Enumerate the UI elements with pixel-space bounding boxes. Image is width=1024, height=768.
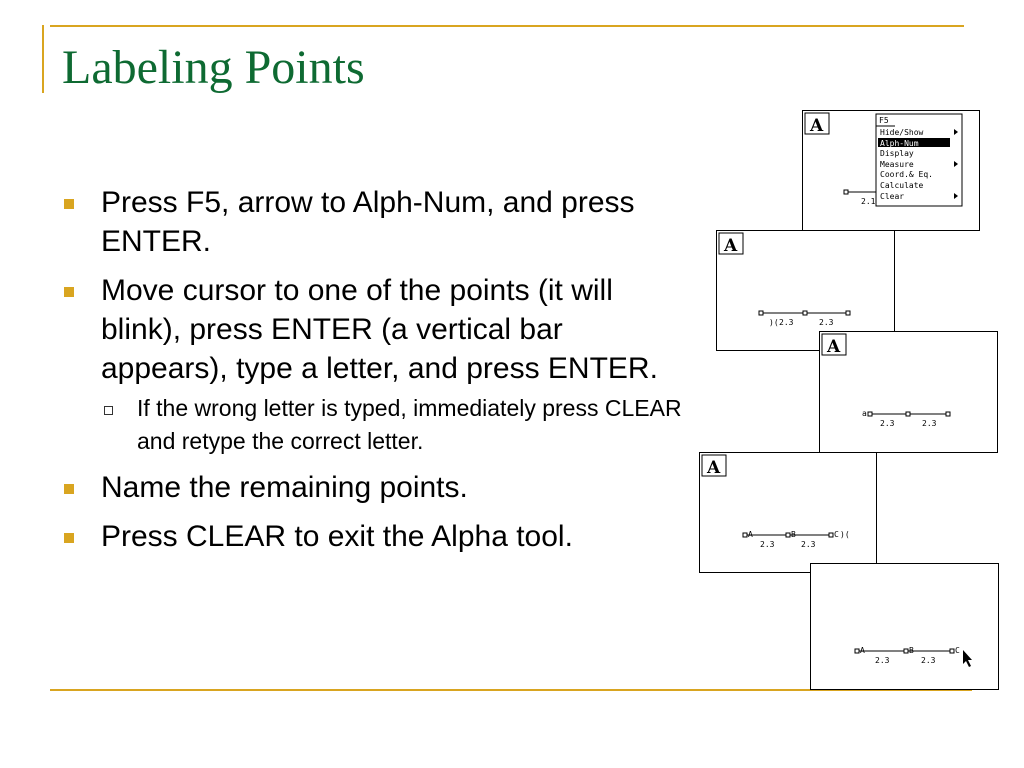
calculator-screen-typing: A a 2.3 2.3	[819, 331, 998, 453]
alpha-tool-icon-letter: A	[809, 116, 824, 136]
point-label: B	[909, 646, 914, 655]
calculator-screen-cursor: A )( 2.3 2.3	[716, 230, 895, 351]
bullet-text: Move cursor to one of the points (it wil…	[101, 274, 658, 385]
alpha-tool-icon	[701, 454, 727, 477]
bullet-text: Press F5, arrow to Alph-Num, and press E…	[101, 186, 635, 258]
segment-length-label: 2.3	[760, 540, 775, 549]
calculator-screen-menu: A F5 Hide/Show Alph-Num Display Measure …	[802, 110, 980, 231]
sub-bullet-list: If the wrong letter is typed, immediatel…	[101, 392, 682, 458]
segment-length-label: 2.3	[921, 656, 936, 665]
segment-length-label: 2.1	[861, 197, 876, 206]
bullet-item: Name the remaining points.	[62, 468, 682, 507]
point-marker	[785, 532, 791, 538]
calculator-screen-labeled: A A B C )( 2.3 2.3	[699, 452, 877, 573]
point-marker	[854, 648, 860, 654]
point-label: C	[955, 646, 960, 655]
sub-bullet-item: If the wrong letter is typed, immediatel…	[101, 392, 682, 458]
bullet-list: Press F5, arrow to Alph-Num, and press E…	[62, 183, 682, 566]
submenu-arrow-icon	[954, 129, 958, 135]
point-marker	[758, 310, 764, 316]
point-marker	[802, 310, 808, 316]
point-marker	[867, 411, 873, 417]
point-marker	[905, 411, 911, 417]
cursor-glyph: )(	[840, 530, 850, 539]
bullet-marker	[64, 484, 74, 494]
submenu-arrow-icon	[954, 161, 958, 167]
bottom-rule	[50, 689, 972, 691]
menu-item[interactable]: Calculate	[880, 181, 924, 190]
segment-length-label: 2.3	[875, 656, 890, 665]
bullet-text: Press CLEAR to exit the Alpha tool.	[101, 520, 573, 553]
point-marker	[843, 189, 849, 195]
point-marker	[949, 648, 955, 654]
menu-item[interactable]: Coord.& Eq.	[880, 170, 933, 179]
menu-header: F5	[879, 116, 889, 125]
bullet-item: Press CLEAR to exit the Alpha tool.	[62, 517, 682, 556]
point-label: C	[834, 530, 839, 539]
segment-length-label: 2.3	[819, 318, 834, 327]
point-marker	[845, 310, 851, 316]
menu-item[interactable]: Clear	[880, 192, 904, 201]
alpha-tool-icon	[821, 333, 847, 356]
point-marker	[742, 532, 748, 538]
left-rule	[42, 25, 44, 93]
alpha-tool-icon	[718, 232, 744, 255]
alpha-tool-icon-letter: A	[723, 236, 738, 256]
point-label: A	[748, 530, 753, 539]
bullet-item: Move cursor to one of the points (it wil…	[62, 271, 682, 458]
submenu-arrow-icon	[954, 193, 958, 199]
alpha-tool-icon-letter: A	[826, 337, 841, 357]
point-marker	[828, 532, 834, 538]
f5-menu	[875, 113, 963, 207]
top-rule	[50, 25, 964, 27]
menu-item[interactable]: Display	[880, 149, 914, 158]
sub-bullet-marker	[104, 406, 113, 415]
bullet-marker	[64, 287, 74, 297]
segment-length-label: 2.3	[922, 419, 937, 428]
point-marker	[903, 648, 909, 654]
point-label: a	[862, 409, 867, 418]
point-label: A	[860, 646, 865, 655]
bullet-text: Name the remaining points.	[101, 471, 468, 504]
segment-length-label: 2.3	[801, 540, 816, 549]
calculator-screen-final: A B C 2.3 2.3	[810, 563, 999, 690]
point-label: B	[791, 530, 796, 539]
bullet-item: Press F5, arrow to Alph-Num, and press E…	[62, 183, 682, 261]
arrow-cursor-icon	[963, 650, 972, 667]
alpha-tool-icon-letter: A	[706, 458, 721, 478]
slide-title: Labeling Points	[62, 41, 365, 94]
segment-length-label: 2.3	[880, 419, 895, 428]
point-marker	[945, 411, 951, 417]
bullet-marker	[64, 533, 74, 543]
sub-bullet-text: If the wrong letter is typed, immediatel…	[137, 395, 682, 454]
menu-item[interactable]: Measure	[880, 160, 914, 169]
menu-item-selected[interactable]: Alph-Num	[880, 139, 919, 148]
alpha-tool-icon	[804, 112, 830, 135]
cursor-glyph: )(	[769, 318, 779, 327]
menu-item[interactable]: Hide/Show	[880, 128, 924, 137]
bullet-marker	[64, 199, 74, 209]
menu-selection-highlight	[878, 138, 950, 147]
segment-length-label: 2.3	[779, 318, 794, 327]
